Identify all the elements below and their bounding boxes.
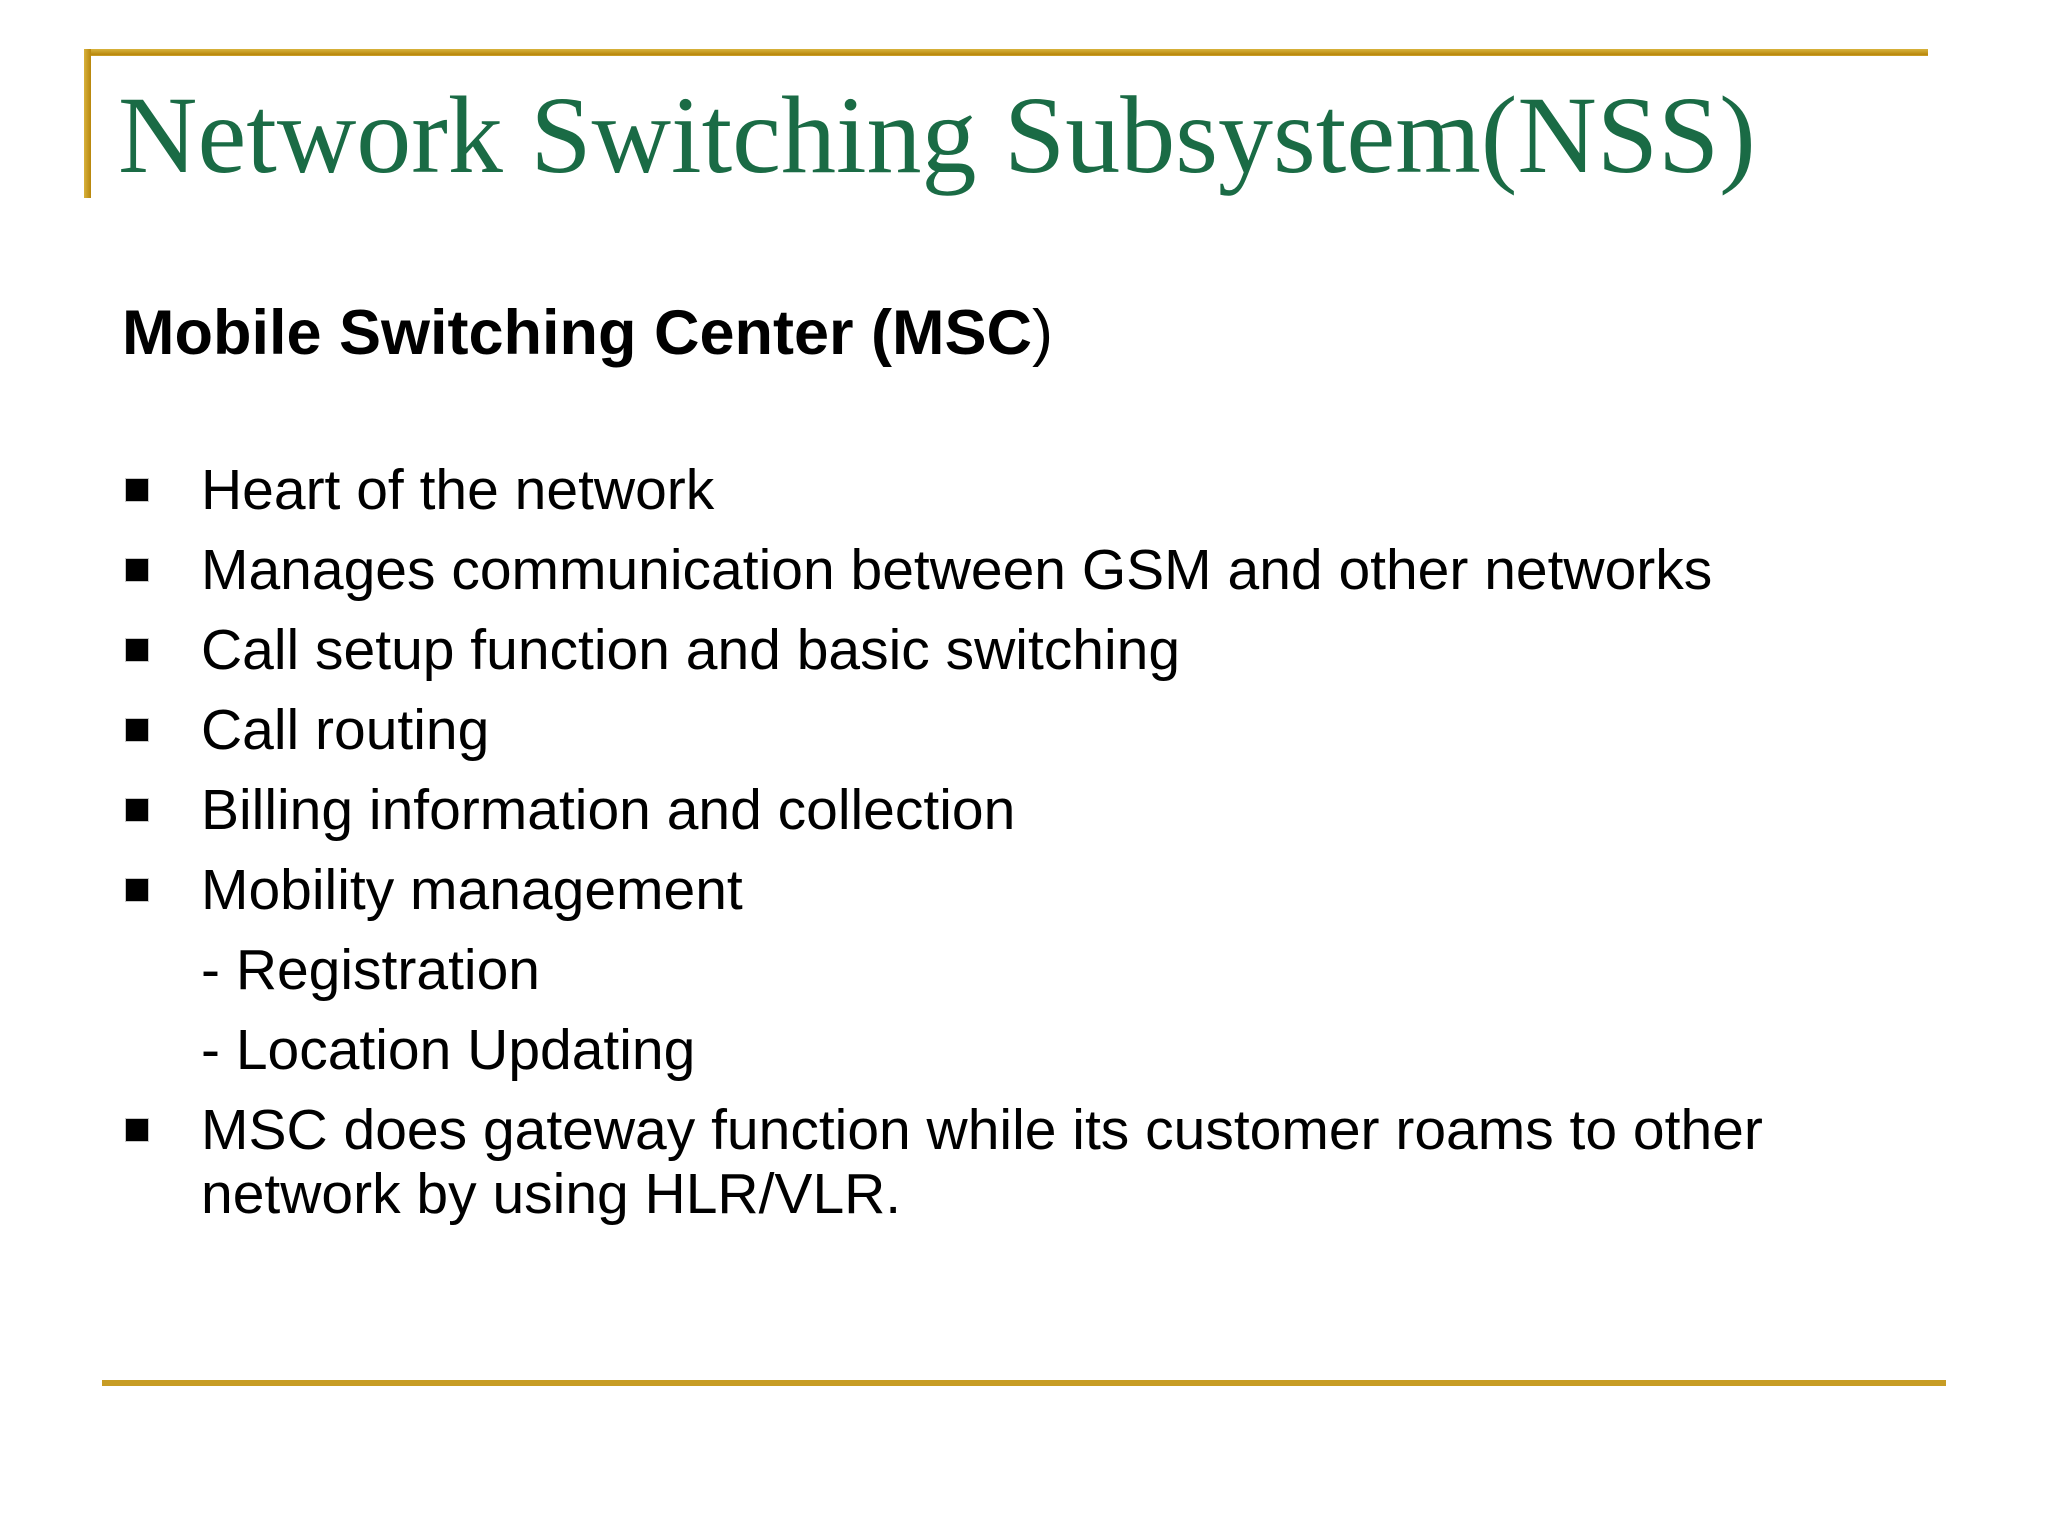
square-bullet-icon <box>125 878 149 902</box>
square-bullet-icon <box>125 798 149 822</box>
list-subitem: - Registration <box>125 938 1870 1002</box>
list-item: Manages communication between GSM and ot… <box>125 538 1870 602</box>
list-item-text: Heart of the network <box>201 458 715 522</box>
frame-top-line <box>84 49 1928 56</box>
square-bullet-icon <box>125 478 149 502</box>
list-item-text: MSC does gateway function while its cust… <box>201 1098 1763 1226</box>
list-item-text: Call routing <box>201 698 490 762</box>
list-item-text: - Location Updating <box>201 1018 696 1082</box>
frame-bottom-line <box>102 1380 1946 1386</box>
list-item: Mobility management <box>125 858 1870 922</box>
list-item-text: Call setup function and basic switching <box>201 618 1181 682</box>
section-heading: Mobile Switching Center (MSC) <box>122 298 1053 369</box>
list-item-text: Manages communication between GSM and ot… <box>201 538 1713 602</box>
list-item-text: Billing information and collection <box>201 778 1016 842</box>
section-heading-close-paren: ) <box>1032 298 1054 368</box>
list-item: Call setup function and basic switching <box>125 618 1870 682</box>
square-bullet-icon <box>125 638 149 662</box>
square-bullet-icon <box>125 718 149 742</box>
square-bullet-icon <box>125 1118 149 1142</box>
list-item: Heart of the network <box>125 458 1870 522</box>
list-item: Billing information and collection <box>125 778 1870 842</box>
square-bullet-icon <box>125 558 149 582</box>
list-item: Call routing <box>125 698 1870 762</box>
list-item-text: - Registration <box>201 938 540 1002</box>
frame-left-line <box>84 49 91 198</box>
list-item-text: Mobility management <box>201 858 743 922</box>
page-title: Network Switching Subsystem(NSS) <box>118 74 1756 196</box>
section-heading-bold-text: Mobile Switching Center (MSC <box>122 298 1033 368</box>
list-item: MSC does gateway function while its cust… <box>125 1098 1870 1226</box>
list-subitem: - Location Updating <box>125 1018 1870 1082</box>
